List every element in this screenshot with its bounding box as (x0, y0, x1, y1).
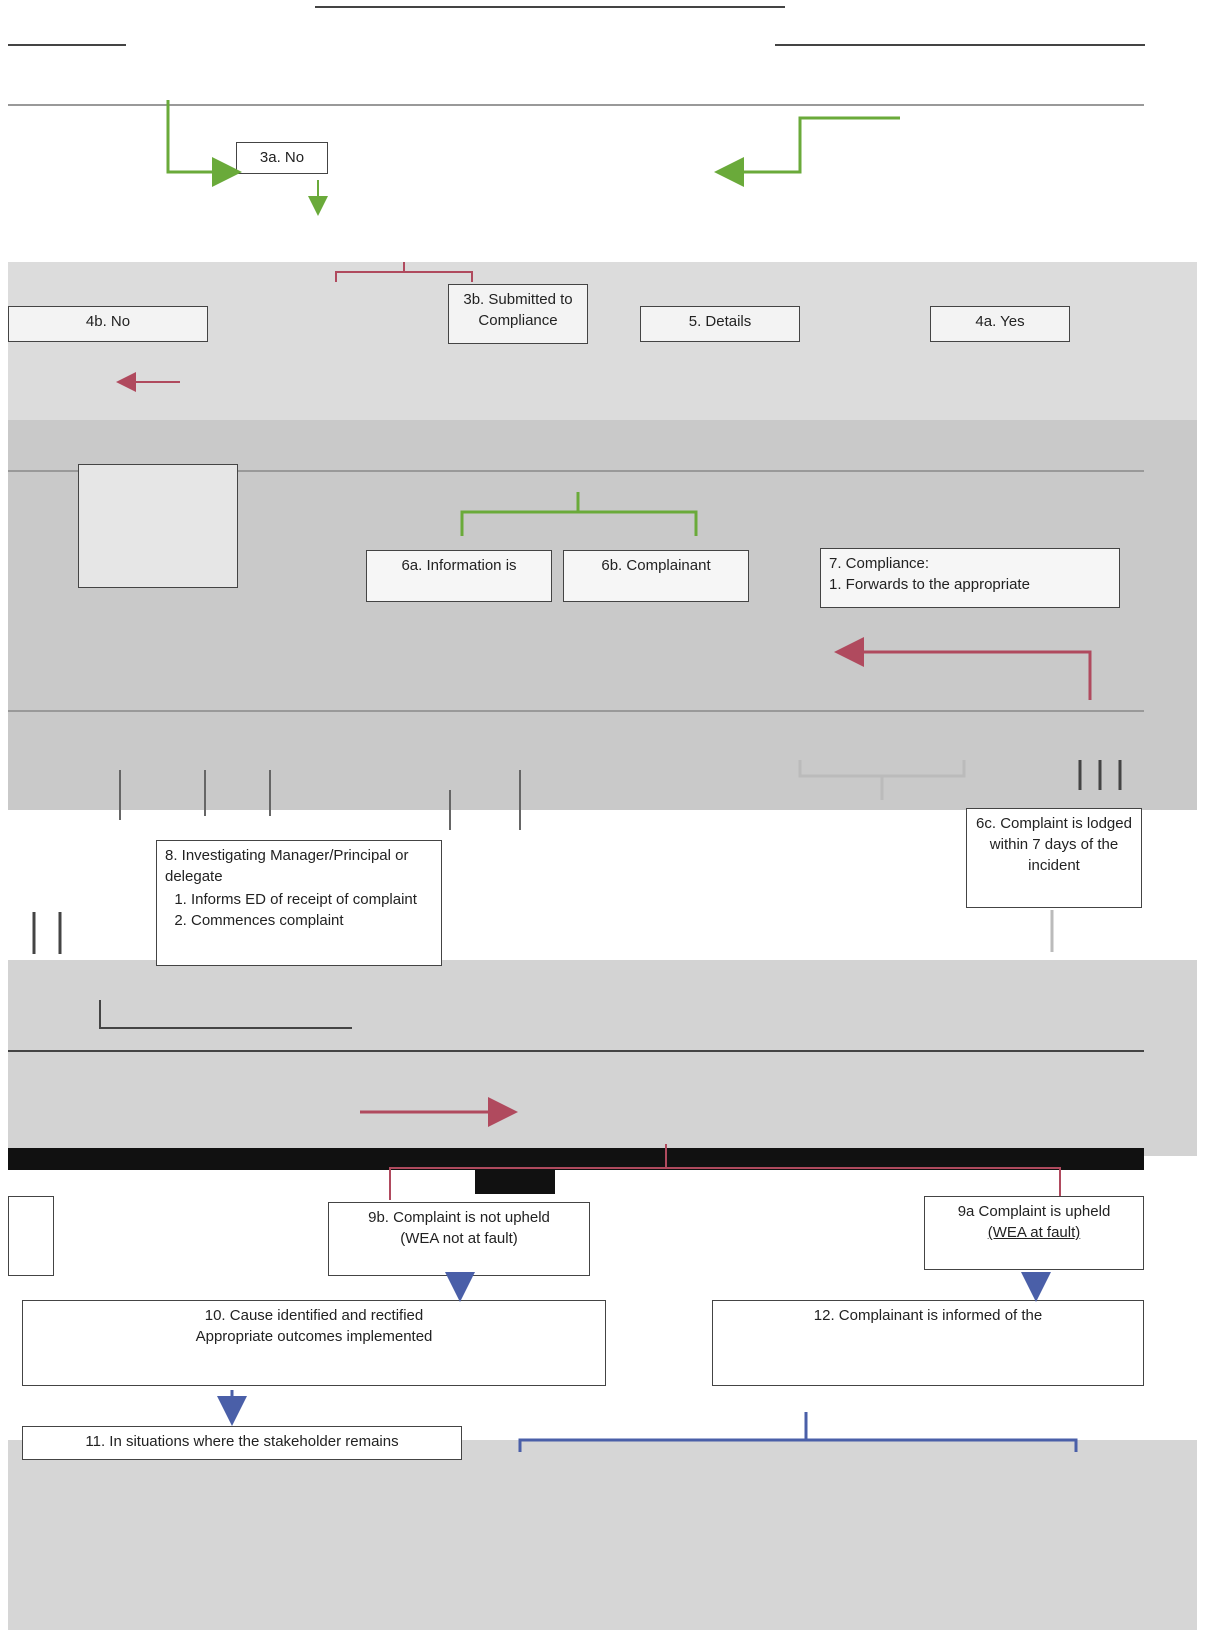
obscured-band-top (8, 262, 1197, 422)
obscured-band-bottom (8, 1440, 1197, 1630)
node-8-title: 8. Investigating Manager/Principal or de… (165, 847, 409, 885)
node-4a-label: 4a. Yes (975, 313, 1025, 330)
header-rule-left (8, 44, 126, 46)
node-10-line2: Appropriate outcomes implemented (195, 1328, 433, 1345)
node-8: 8. Investigating Manager/Principal or de… (156, 840, 442, 966)
node-7-title: 7. Compliance: (829, 555, 930, 572)
node-7-sub: 1. Forwards to the appropriate (829, 576, 1030, 593)
node-10-line1: 10. Cause identified and rectified (204, 1307, 424, 1324)
node-7: 7. Compliance: 1. Forwards to the approp… (820, 548, 1120, 608)
node-9a-line1: 9a Complaint is upheld (957, 1203, 1111, 1220)
node-8-steps: Informs ED of receipt of complaint Comme… (165, 889, 433, 931)
node-8-step-2: Commences complaint (191, 910, 433, 931)
arrow-to-3b-top (714, 116, 900, 187)
black-strip-notch (475, 1168, 555, 1194)
node-3b-label: 3b. Submitted to Compliance (463, 291, 573, 329)
node-left-edge (8, 1196, 54, 1276)
obscured-band-lower (8, 960, 1197, 1156)
scan-line-2 (8, 470, 1144, 472)
scan-line-3 (8, 710, 1144, 712)
node-11-label: 11. In situations where the stakeholder … (85, 1433, 399, 1450)
node-4a: 4a. Yes (930, 306, 1070, 342)
node-6a-label: 6a. Information is (401, 557, 517, 574)
node-6a: 6a. Information is (366, 550, 552, 602)
node-12-label: 12. Complainant is informed of the (813, 1307, 1043, 1324)
node-6c-label: 6c. Complaint is lodged within 7 days of… (976, 815, 1132, 874)
header-rule-right (775, 44, 1145, 46)
black-strip-top (8, 1148, 1144, 1170)
node-6c: 6c. Complaint is lodged within 7 days of… (966, 808, 1142, 908)
node-5: 5. Details (640, 306, 800, 342)
node-5-label: 5. Details (688, 313, 752, 330)
node-3b: 3b. Submitted to Compliance (448, 284, 588, 344)
node-9b-line1: 9b. Complaint is not upheld (368, 1209, 550, 1226)
header-box-top (315, 6, 785, 8)
node-10: 10. Cause identified and rectified Appro… (22, 1300, 606, 1386)
node-4b-label: 4b. No (85, 313, 131, 330)
arrow-to-3a (166, 100, 242, 187)
node-8-step-1: Informs ED of receipt of complaint (191, 889, 433, 910)
node-6b: 6b. Complainant (563, 550, 749, 602)
node-9a: 9a Complaint is upheld (WEA at fault) (924, 1196, 1144, 1270)
node-9a-line2: (WEA at fault) (987, 1224, 1081, 1241)
node-left-obscured (78, 464, 238, 588)
scan-line-1 (8, 104, 1144, 106)
node-6b-label: 6b. Complainant (601, 557, 711, 574)
node-3a-label: 3a. No (259, 149, 305, 166)
node-3a: 3a. No (236, 142, 328, 174)
node-11: 11. In situations where the stakeholder … (22, 1426, 462, 1460)
node-9b-line2: (WEA not at fault) (400, 1230, 518, 1247)
node-12: 12. Complainant is informed of the (712, 1300, 1144, 1386)
node-9b: 9b. Complaint is not upheld (WEA not at … (328, 1202, 590, 1276)
scan-line-4 (8, 1050, 1144, 1052)
node-4b: 4b. No (8, 306, 208, 342)
